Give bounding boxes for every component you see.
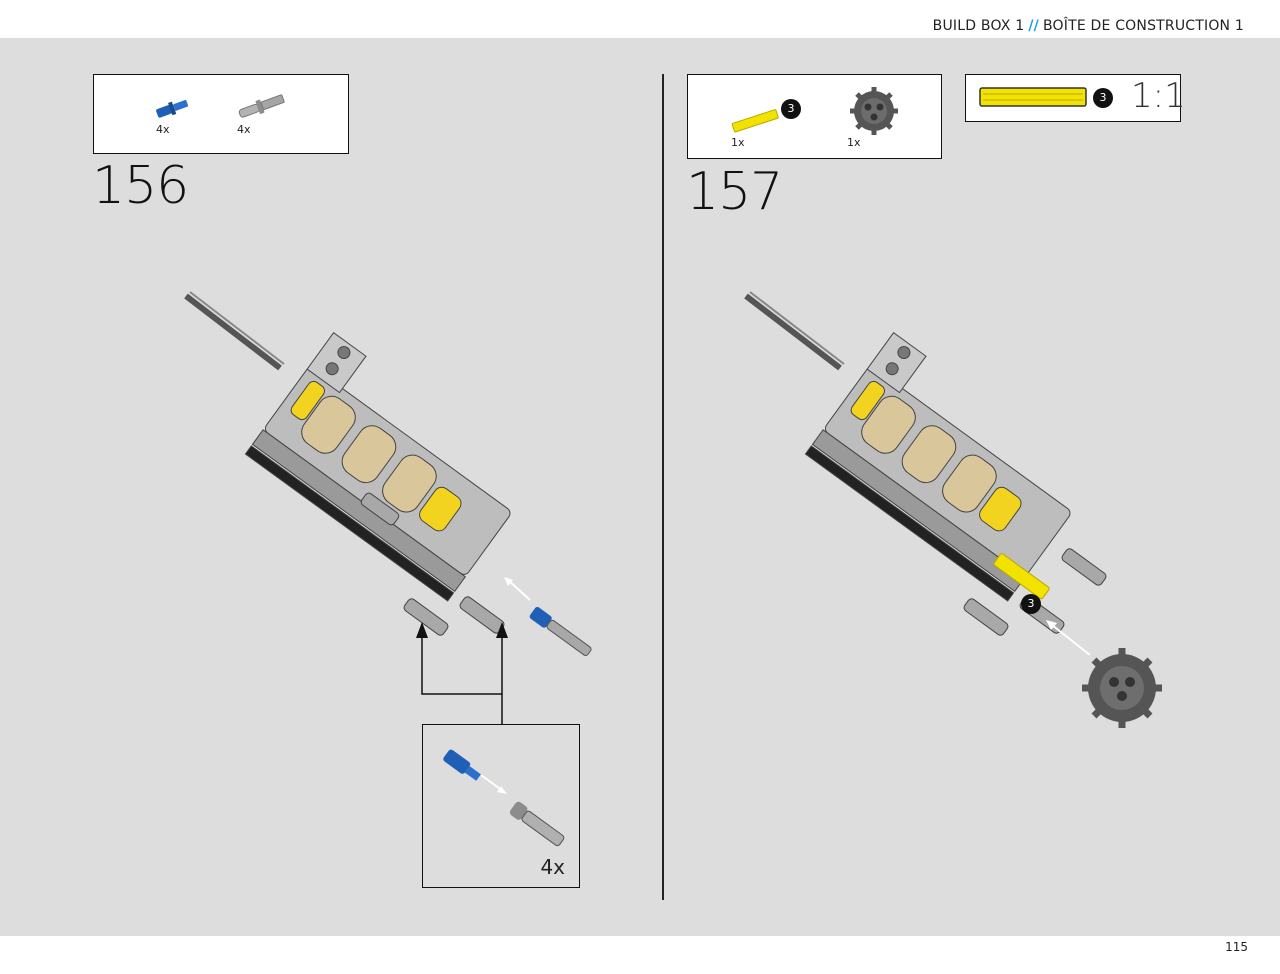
page-header: BUILD BOX 1//BOÎTE DE CONSTRUCTION 1	[0, 0, 1280, 38]
qty-gray-gear: 1x	[847, 136, 861, 149]
blue-axle-pin-icon	[156, 99, 189, 118]
gray-gear-icon	[850, 87, 898, 135]
page-footer: 115	[0, 936, 1280, 974]
callout-qty: 4x	[540, 855, 565, 879]
gray-axle-pin-icon	[238, 94, 285, 118]
model-axle-badge: 3	[1021, 594, 1041, 614]
step-number-156: 156	[92, 156, 189, 216]
assembly-model-157	[744, 291, 1162, 728]
qty-blue-pin: 4x	[156, 123, 170, 136]
build-box-title: BUILD BOX 1//BOÎTE DE CONSTRUCTION 1	[932, 18, 1244, 34]
blue-pin-to-gray-pin-icon	[443, 749, 565, 847]
yellow-axle-scale-icon	[979, 87, 1087, 107]
axle-length-badge: 3	[781, 99, 801, 119]
step-number-157: 157	[686, 162, 783, 222]
scale-ratio: 1:1	[1131, 76, 1186, 116]
qty-yellow-axle: 1x	[731, 136, 745, 149]
sub-assembly-callout-156: 4x	[422, 724, 580, 888]
title-separator: //	[1028, 18, 1039, 34]
callout-arrows-156	[416, 622, 508, 724]
assembly-model-156	[184, 291, 592, 656]
parts-list-157: 3 1x 1x	[687, 74, 942, 159]
qty-gray-pin: 4x	[237, 123, 251, 136]
instruction-area: 4x 4x 156	[0, 38, 1280, 936]
yellow-axle-icon	[731, 109, 779, 133]
page-number: 115	[1225, 940, 1248, 954]
step-divider	[662, 74, 664, 900]
scale-length-badge: 3	[1093, 88, 1113, 108]
scale-box-157: 3 1:1	[965, 74, 1186, 122]
parts-list-156: 4x 4x	[93, 74, 349, 154]
